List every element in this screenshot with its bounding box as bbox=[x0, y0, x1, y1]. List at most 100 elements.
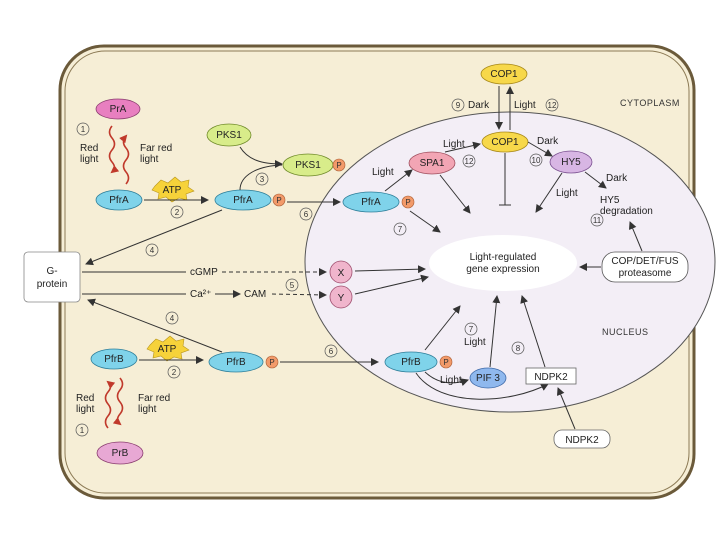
step-6a bbox=[299, 207, 313, 221]
spa1-node bbox=[408, 151, 456, 175]
pra-label: PrA bbox=[110, 104, 127, 115]
light-spa1-cop1-label: Light bbox=[443, 139, 465, 150]
red-light-a-line1: Red bbox=[80, 143, 98, 154]
arrow-spa1-to-cop1 bbox=[444, 141, 481, 153]
light-pif3-label: Light bbox=[440, 375, 462, 386]
step-7a bbox=[393, 222, 407, 236]
red-light-b-line2: light bbox=[76, 404, 95, 415]
phospho-pfrb-mid bbox=[265, 355, 279, 369]
step-3-label: 3 bbox=[260, 175, 265, 184]
nucleus-label: NUCLEUS bbox=[602, 327, 649, 337]
arrow-x-to-gene bbox=[354, 265, 426, 274]
cop-det-fus-node bbox=[601, 251, 689, 283]
step-4b bbox=[165, 311, 179, 325]
arrow-ndpk2-to-gene bbox=[520, 295, 546, 368]
g-protein-line2: protein bbox=[37, 279, 68, 290]
cgmp-label: cGMP bbox=[190, 267, 218, 278]
arrow-hy5-to-degradation bbox=[584, 171, 607, 189]
cytoplasm-label: CYTOPLASM bbox=[620, 98, 680, 108]
pfra-left-label: PfrA bbox=[109, 195, 129, 206]
arrow-pfrb-to-gene bbox=[424, 305, 461, 351]
dark-9-label: Dark bbox=[468, 100, 490, 111]
step-6a-label: 6 bbox=[304, 210, 309, 219]
arrow-hy5-to-gene bbox=[535, 172, 563, 213]
step-12b bbox=[462, 154, 476, 168]
arrow-y-to-gene bbox=[354, 274, 429, 295]
y-node bbox=[329, 285, 353, 309]
atp-a-label: ATP bbox=[163, 185, 182, 196]
ndpk2-nuc-node bbox=[525, 367, 577, 385]
pfrb-left-label: PfrB bbox=[104, 354, 124, 365]
arrow-proteasome-to-degradation bbox=[628, 221, 643, 252]
red-light-b-line1: Red bbox=[76, 393, 94, 404]
step-4a-label: 4 bbox=[150, 246, 155, 255]
step-10 bbox=[529, 153, 543, 167]
arrow-pfra-to-pks1p bbox=[239, 164, 283, 191]
atp-a-burst bbox=[151, 176, 195, 203]
red-light-a-line2: light bbox=[80, 154, 99, 165]
arrow-pfra-to-gprotein bbox=[85, 209, 223, 266]
step-2b bbox=[167, 365, 181, 379]
step-5 bbox=[285, 278, 299, 292]
pfrb-nuc-label: PfrB bbox=[401, 357, 421, 368]
dark-cop1-hy5-label: Dark bbox=[537, 136, 559, 147]
arrow-pfrb-to-gprotein bbox=[87, 298, 223, 353]
step-2b-label: 2 bbox=[172, 368, 177, 377]
step-1b bbox=[75, 423, 89, 437]
step-6b-label: 6 bbox=[329, 347, 334, 356]
phospho-pfrb-mid-label: P bbox=[269, 358, 274, 367]
pks1-p-label: PKS1 bbox=[295, 160, 321, 171]
step-8-label: 8 bbox=[516, 344, 521, 353]
hy5-label: HY5 bbox=[561, 157, 581, 168]
pra-node bbox=[95, 98, 141, 120]
arrow-ndpk2-import bbox=[556, 387, 576, 430]
hy5-degradation-line2: degradation bbox=[600, 206, 653, 217]
far-red-a-line1: Far red bbox=[140, 143, 172, 154]
atp-b-label: ATP bbox=[158, 344, 177, 355]
light-12-label: Light bbox=[514, 100, 536, 111]
ndpk2-nuc-label: NDPK2 bbox=[534, 372, 568, 383]
arrow-pfra-to-gene bbox=[409, 210, 441, 233]
step-7a-label: 7 bbox=[398, 225, 403, 234]
hy5-degradation-line1: HY5 bbox=[600, 195, 620, 206]
red-light-wave-b bbox=[112, 377, 124, 426]
arrow-spa1-to-gene bbox=[439, 174, 471, 214]
hy5-node bbox=[549, 150, 593, 174]
phospho-pfra-mid bbox=[272, 193, 286, 207]
far-red-a-line2: light bbox=[140, 154, 159, 165]
phospho-pfra-mid-label: P bbox=[276, 196, 281, 205]
far-red-wave-a bbox=[119, 134, 130, 185]
phospho-pks1 bbox=[332, 158, 346, 172]
far-red-b-line2: light bbox=[138, 404, 157, 415]
prb-label: PrB bbox=[112, 448, 129, 459]
step-6b bbox=[324, 344, 338, 358]
arrow-pfrb-to-ndpk2 bbox=[415, 372, 549, 400]
pfra-mid-label: PfrA bbox=[233, 195, 253, 206]
phospho-pks1-label: P bbox=[336, 161, 341, 170]
cop-det-fus-line1: COP/DET/FUS bbox=[611, 256, 679, 267]
ndpk2-out-node bbox=[553, 429, 611, 449]
pfrb-mid-node bbox=[208, 351, 264, 373]
g-protein-node bbox=[23, 251, 81, 303]
step-11 bbox=[590, 213, 604, 227]
x-node bbox=[329, 260, 353, 284]
step-8 bbox=[511, 341, 525, 355]
pfrb-mid-label: PfrB bbox=[226, 357, 246, 368]
light-7b-label: Light bbox=[464, 337, 486, 348]
gene-expression-node bbox=[429, 235, 577, 291]
step-2a bbox=[170, 205, 184, 219]
pfra-nuc-node bbox=[342, 191, 400, 213]
spa1-label: SPA1 bbox=[420, 158, 445, 169]
step-9 bbox=[451, 98, 465, 112]
far-red-b-line1: Far red bbox=[138, 393, 170, 404]
phospho-pfra-nuc bbox=[401, 195, 415, 209]
y-label: Y bbox=[338, 293, 345, 304]
arrow-cam-to-y bbox=[271, 290, 327, 299]
cop1-top-label: COP1 bbox=[490, 69, 518, 80]
step-7b bbox=[464, 322, 478, 336]
pks1-free-label: PKS1 bbox=[216, 130, 242, 141]
step-12a bbox=[545, 98, 559, 112]
arrow-pks1-to-pks1p bbox=[239, 146, 283, 168]
arrow-cop1-to-hy5 bbox=[527, 141, 553, 157]
